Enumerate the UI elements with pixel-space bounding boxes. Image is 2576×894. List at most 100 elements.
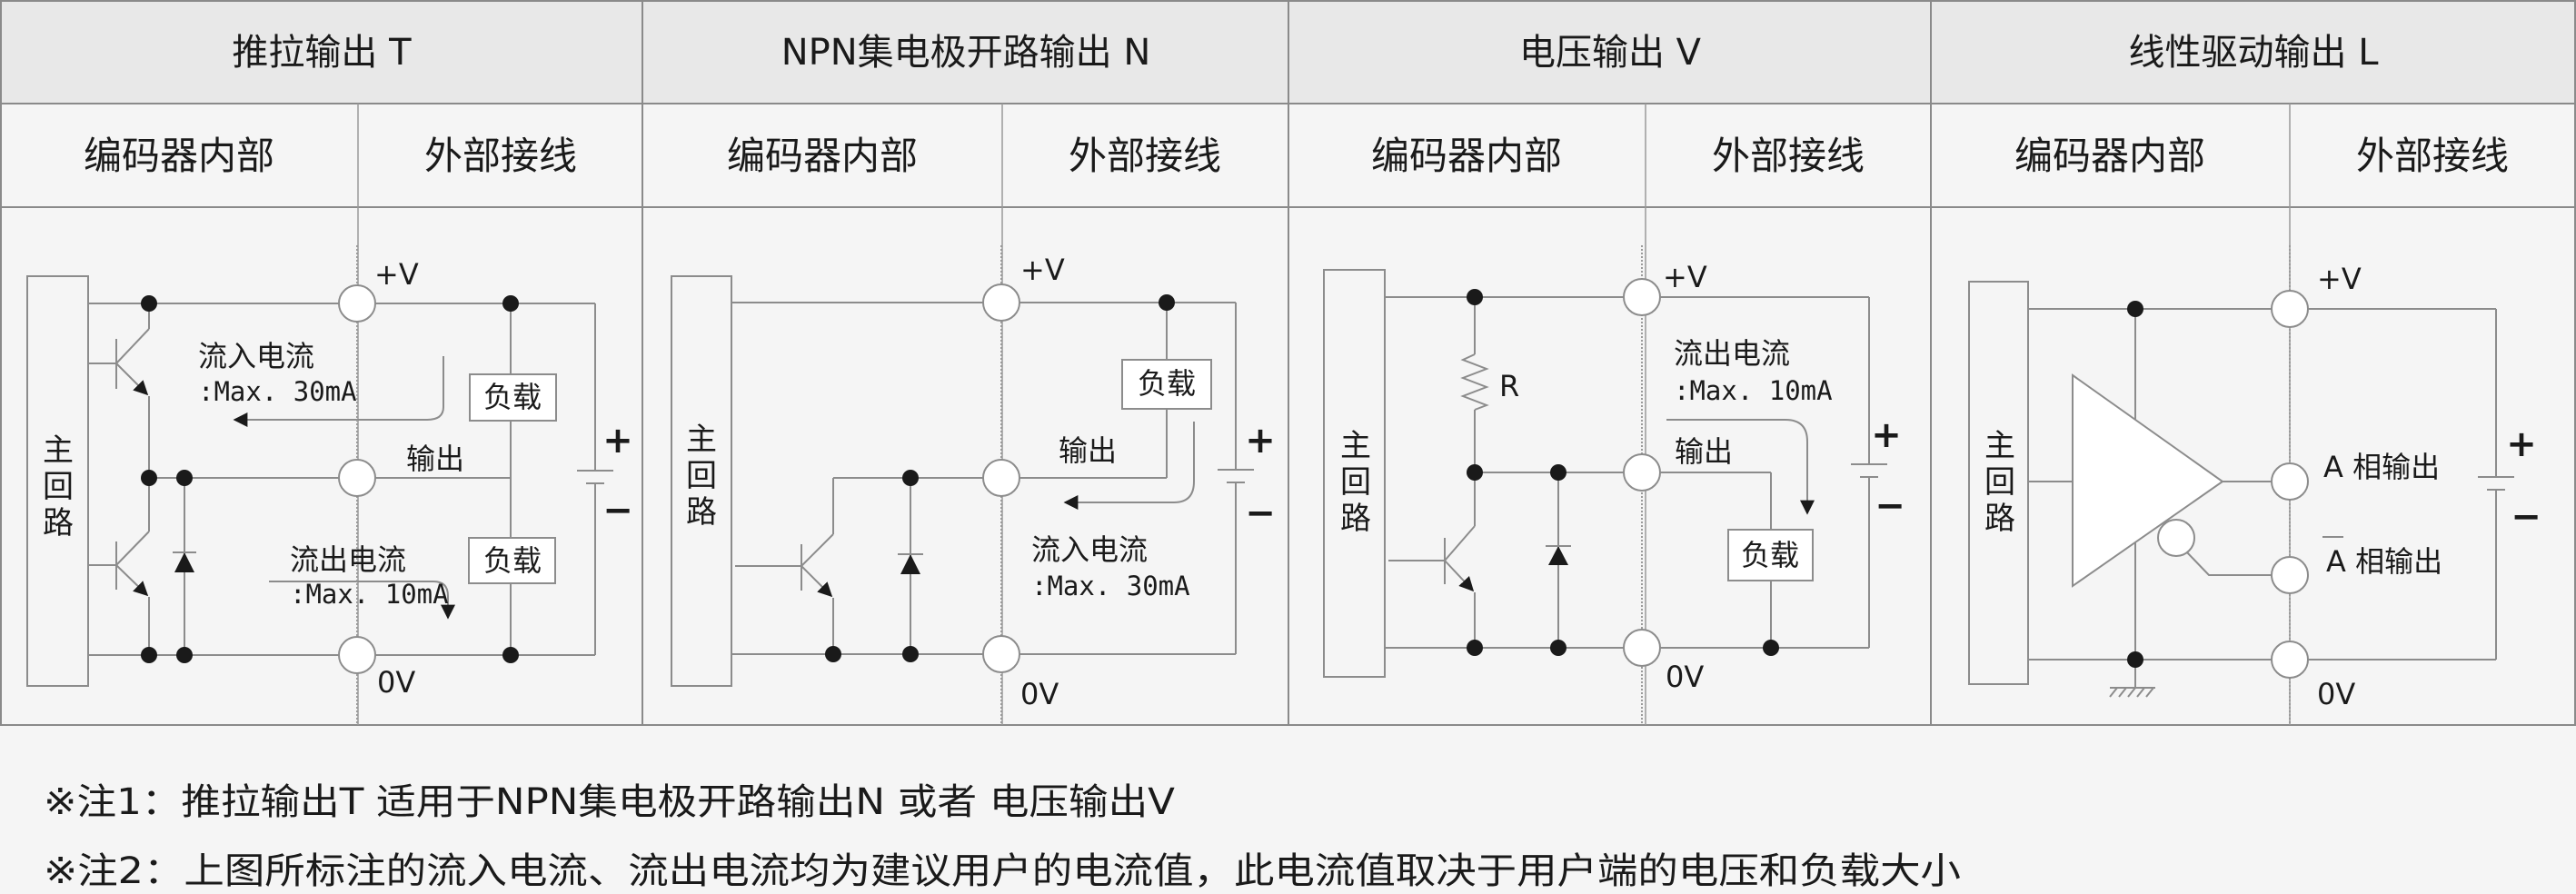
current-in-max: :Max. 30mA (198, 376, 357, 407)
diode-icon (900, 554, 920, 574)
terminal-output (1623, 453, 1661, 492)
terminal-0v (338, 636, 376, 674)
battery-plus-sign: + (1871, 414, 1902, 456)
main-circuit-label-char: 回 (1984, 464, 2015, 501)
column-title-npn-open-collector: NPN集电极开路输出 N (781, 32, 1151, 74)
plus-v-label: +V (1663, 260, 1707, 294)
junction-dot (1550, 464, 1566, 481)
main-circuit-label-char: 回 (1340, 464, 1371, 501)
zero-v-label: 0V (1020, 677, 1059, 711)
terminal-plus-v (1623, 278, 1661, 316)
subheader-encoder-internal: 编码器内部 (84, 134, 274, 178)
column-title-line-driver: 线性驱动输出 L (2129, 32, 2380, 74)
diode-icon (1548, 546, 1568, 565)
junction-dot (825, 646, 841, 662)
main-circuit-label-char: 主 (1340, 428, 1371, 464)
terminal-output (338, 459, 376, 497)
inverter-bubble (2157, 519, 2195, 557)
junction-dot (1467, 289, 1483, 305)
zero-v-label: 0V (377, 665, 415, 700)
terminal-0v (982, 635, 1020, 673)
subheader-encoder-internal: 编码器内部 (727, 134, 918, 178)
current-in-max: :Max. 30mA (1031, 571, 1190, 601)
junction-dot (141, 470, 157, 486)
junction-dot (1467, 640, 1483, 656)
note-1: ※注1：推拉输出T 适用于NPN集电极开路输出N 或者 电压输出V (44, 781, 1176, 823)
terminal-0v (2271, 641, 2309, 679)
junction-dot (2127, 651, 2143, 668)
current-out-arrow (1666, 419, 1815, 515)
main-circuit-block (671, 275, 732, 687)
load-box (469, 373, 557, 422)
main-circuit-block (1323, 269, 1386, 678)
main-circuit-label-char: 路 (1984, 501, 2015, 537)
junction-dot (141, 647, 157, 663)
junction-dot (176, 647, 193, 663)
load-label: 负载 (1138, 366, 1196, 401)
output-label: 输出 (406, 442, 464, 476)
current-out-arrow (269, 581, 455, 620)
junction-dot (902, 470, 919, 486)
load-box (468, 537, 556, 584)
junction-dot (1467, 464, 1483, 481)
terminal-output (982, 459, 1020, 497)
battery-plus-sign: + (602, 420, 633, 462)
npn-open-collector-circuit: 主 回 路 + − 负载 (671, 245, 1276, 725)
terminal-0v (1623, 629, 1661, 667)
terminal-plus-v (338, 284, 376, 323)
junction-dot (1550, 640, 1566, 656)
current-out-max: :Max. 10mA (290, 579, 449, 610)
column-title-voltage-output: 电压输出 V (1519, 32, 1702, 74)
a-output-label: A 相输出 (2323, 450, 2440, 484)
battery-plus-sign: + (2506, 423, 2537, 465)
main-circuit-label-char: 主 (43, 432, 74, 469)
current-in-arrow (233, 356, 444, 427)
zero-v-label: 0V (1666, 660, 1704, 694)
junction-dot (902, 646, 919, 662)
terminal-a-output (2271, 462, 2309, 501)
load-label: 负载 (1741, 538, 1799, 572)
output-label: 输出 (1675, 434, 1733, 469)
main-circuit-label-char: 回 (43, 469, 74, 505)
battery-minus-sign: − (1245, 492, 1276, 534)
junction-dot (176, 470, 193, 486)
subheader-external-wiring: 外部接线 (424, 134, 577, 178)
main-circuit-block (1968, 281, 2029, 685)
battery-minus-sign: − (1875, 485, 1905, 527)
current-out-max: :Max. 10mA (1674, 375, 1833, 406)
main-circuit-label-char: 路 (1340, 501, 1371, 537)
a-bar-output-label: A 相输出 (2326, 544, 2442, 579)
transistor-emitter-arrow (115, 363, 149, 396)
load-box (1727, 529, 1814, 581)
junction-dot (502, 647, 519, 663)
diode-icon (174, 552, 194, 572)
plus-v-label: +V (1020, 253, 1065, 287)
terminal-plus-v (982, 283, 1020, 322)
line-driver-buffer-icon (2072, 373, 2224, 588)
battery-minus-sign: − (602, 490, 633, 531)
current-in-label: 流入电流 (198, 339, 314, 373)
terminal-a-bar-output (2271, 556, 2309, 594)
terminal-plus-v (2271, 290, 2309, 328)
load-box (1121, 359, 1212, 410)
main-circuit-block (26, 275, 89, 687)
main-circuit-label-char: 主 (1984, 428, 2015, 464)
note-2: ※注2：上图所标注的流入电流、流出电流均为建议用户的电流值，此电流值取决于用户端… (44, 850, 1961, 892)
junction-dot (1159, 294, 1175, 311)
load-label: 负载 (483, 380, 542, 414)
ground-icon (2109, 687, 2155, 698)
main-circuit-label-char: 主 (686, 422, 717, 458)
main-circuit-label-char: 回 (686, 458, 717, 494)
battery-plus-sign: + (1245, 420, 1276, 462)
junction-dot (141, 295, 157, 312)
column-title-push-pull: 推拉输出 T (232, 32, 412, 74)
plus-v-label: +V (2317, 262, 2362, 296)
battery-minus-sign: − (2511, 496, 2541, 538)
current-out-label: 流出电流 (1674, 336, 1790, 371)
resistor-label: R (1499, 369, 1519, 403)
transistor-emitter-arrow (1444, 560, 1475, 592)
zero-v-label: 0V (2317, 677, 2355, 711)
main-circuit-label-char: 路 (686, 494, 717, 531)
main-circuit-label-char: 路 (43, 505, 74, 541)
